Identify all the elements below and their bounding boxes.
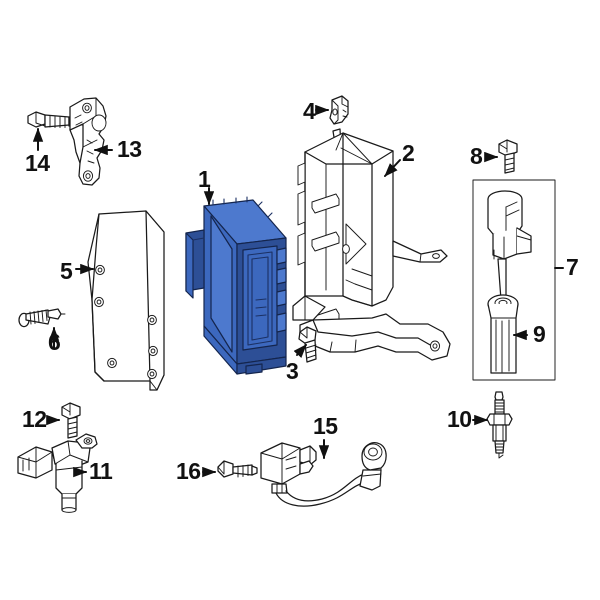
pointer-3 bbox=[293, 344, 307, 358]
part-knock-sensor bbox=[260, 442, 387, 507]
callout-label-7: 7 bbox=[566, 254, 579, 280]
callout-label-13: 13 bbox=[117, 136, 142, 162]
callout-label-4: 4 bbox=[303, 98, 316, 124]
part-module-cover-plate bbox=[87, 210, 165, 391]
callout-label-12: 12 bbox=[22, 406, 47, 432]
callout-label-10: 10 bbox=[447, 406, 472, 432]
callout-label-11: 11 bbox=[89, 458, 113, 484]
part-retaining-clip bbox=[329, 95, 349, 125]
part-bracket-bolt-upper bbox=[27, 111, 75, 128]
callout-label-3: 3 bbox=[286, 358, 299, 384]
callout-label-5: 5 bbox=[60, 258, 73, 284]
callout-label-15: 15 bbox=[313, 413, 338, 439]
part-cover-screw bbox=[18, 308, 66, 328]
part-module-bracket bbox=[292, 128, 451, 361]
callout-label-1: 1 bbox=[198, 166, 211, 192]
part-mounting-bracket bbox=[69, 97, 107, 186]
callout-label-8: 8 bbox=[470, 143, 483, 169]
part-bracket-bolt bbox=[298, 326, 317, 363]
part-camshaft-position-sensor bbox=[17, 433, 98, 513]
part-coil-boot bbox=[487, 294, 519, 374]
callout-label-14: 14 bbox=[25, 150, 50, 176]
part-engine-control-module bbox=[185, 196, 287, 375]
part-coil-bolt bbox=[498, 139, 518, 174]
pointer-2 bbox=[384, 159, 401, 177]
part-sensor-bolt bbox=[61, 402, 81, 439]
callout-label-16: 16 bbox=[176, 458, 201, 484]
part-ignition-coil bbox=[487, 190, 532, 343]
callout-label-2: 2 bbox=[402, 140, 415, 166]
part-spark-plug bbox=[486, 391, 513, 459]
callout-label-9: 9 bbox=[533, 321, 546, 347]
part-knock-sensor-bolt bbox=[217, 460, 258, 478]
callout-label-6: 6 bbox=[48, 329, 61, 355]
